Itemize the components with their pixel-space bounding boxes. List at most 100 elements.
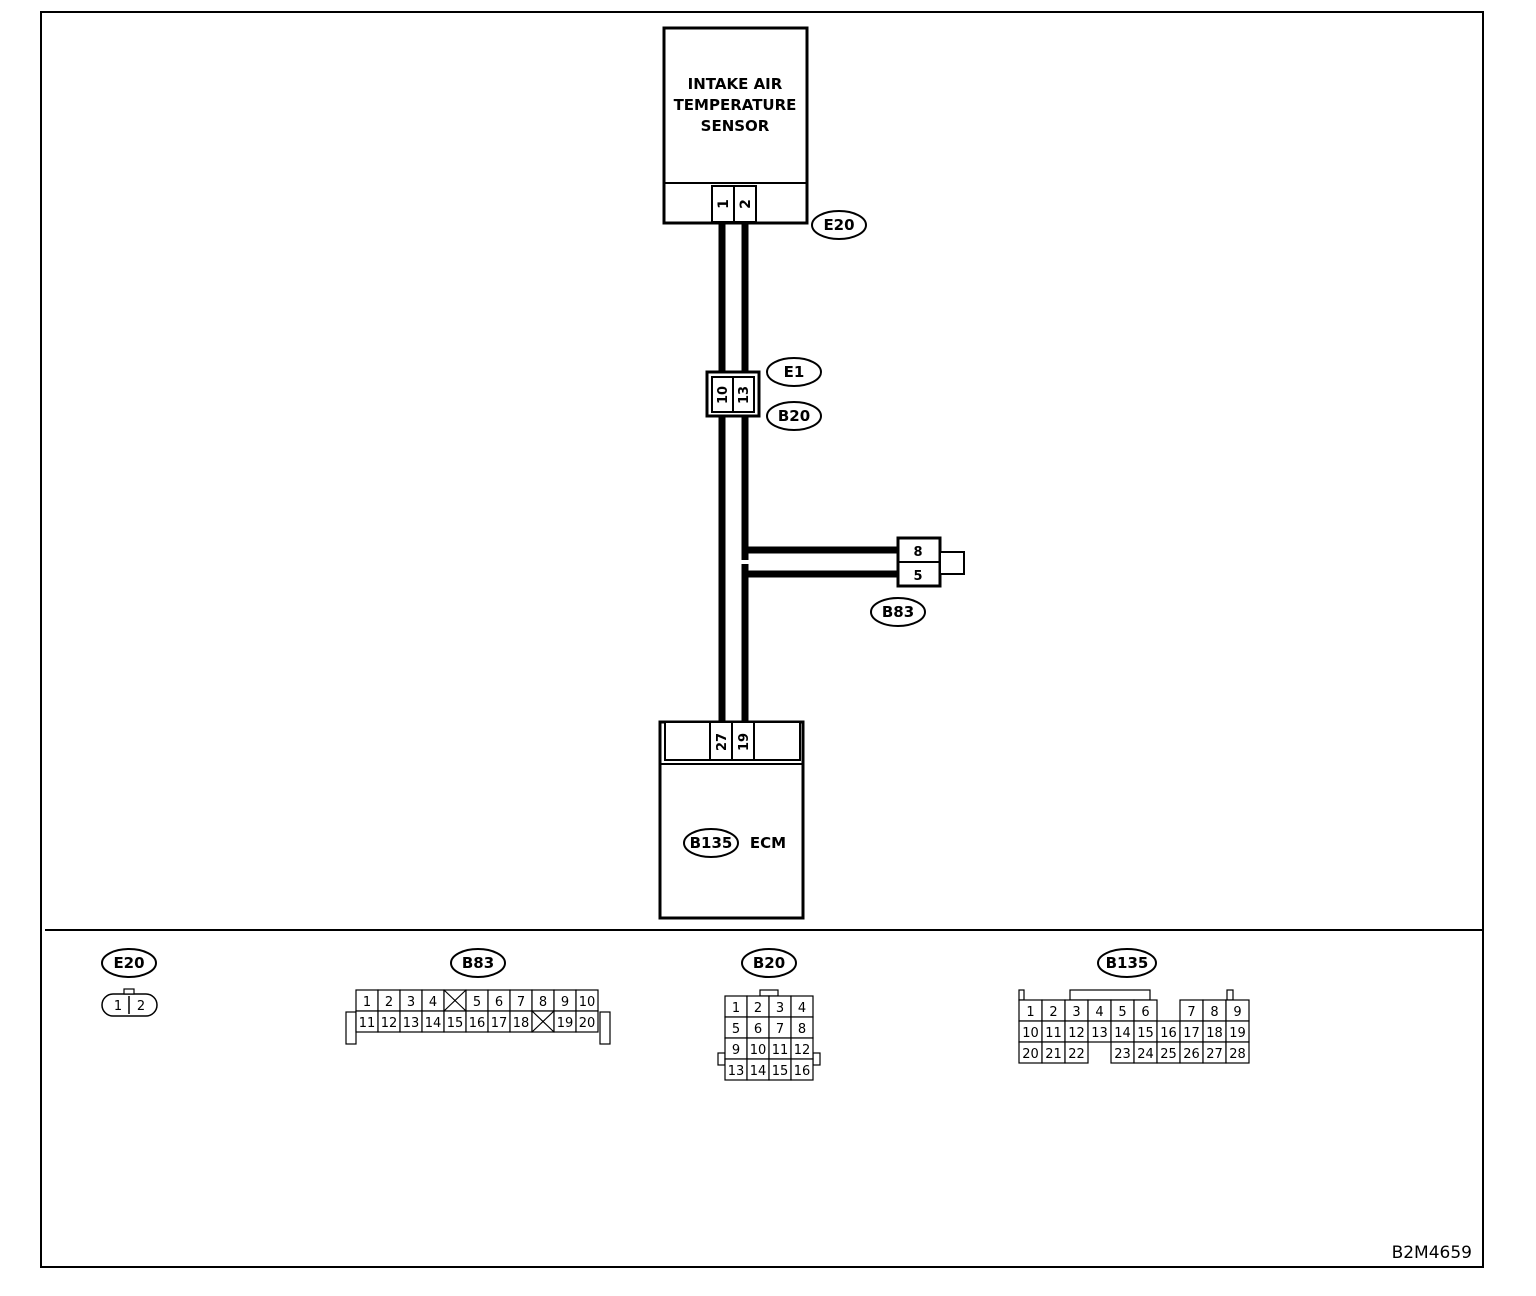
b83-pin-5: 5 <box>473 995 481 1010</box>
b135-tag-label: B135 <box>690 834 733 852</box>
view-e20-label: E20 <box>113 954 144 972</box>
b135-pin-3: 3 <box>1072 1005 1080 1020</box>
b20-pin-9: 9 <box>732 1043 740 1058</box>
b135-tag <box>683 828 739 858</box>
sensor-pin-2-cell <box>733 185 757 223</box>
blank-pin-cross <box>531 1010 555 1033</box>
ecm-pin-19: 19 <box>737 733 752 751</box>
b83-pin-13: 13 <box>403 1016 420 1031</box>
b135-pin-11: 11 <box>1045 1026 1062 1041</box>
b83-pin-8: 8 <box>539 995 547 1010</box>
sensor-title-line3: SENSOR <box>701 117 770 135</box>
b135-pin-21: 21 <box>1045 1047 1062 1062</box>
view-b83-label: B83 <box>462 954 494 972</box>
b20-pin-8: 8 <box>798 1022 806 1037</box>
b83-pin-4: 4 <box>429 995 437 1010</box>
b20-tag <box>766 401 822 431</box>
b83-pin-8: 8 <box>913 545 922 560</box>
b83-tag <box>870 597 926 627</box>
b83-pin-14: 14 <box>425 1016 442 1031</box>
b135-pin-7: 7 <box>1187 1005 1195 1020</box>
b20-pin-1: 1 <box>732 1001 740 1016</box>
b20-pin-7: 7 <box>776 1022 784 1037</box>
b83-pin-2: 2 <box>385 995 393 1010</box>
b135-pin-6: 6 <box>1141 1005 1149 1020</box>
intake-air-temperature-sensor: INTAKE AIR TEMPERATURE SENSOR 1 2 <box>662 26 809 225</box>
e1-tag <box>766 357 822 387</box>
view-b20-label: B20 <box>753 954 785 972</box>
b135-pin-19: 19 <box>1229 1026 1246 1041</box>
b135-pin-9: 9 <box>1233 1005 1241 1020</box>
wire-harness <box>718 223 898 722</box>
b135-pin-27: 27 <box>1206 1047 1223 1062</box>
ecm: 27 19 B135 ECM <box>658 720 805 920</box>
b20-pin-10: 10 <box>750 1043 767 1058</box>
b135-pin-15: 15 <box>1137 1026 1154 1041</box>
b20-pin-16: 16 <box>794 1064 811 1079</box>
b83-side-connector: 8 5 <box>896 536 965 588</box>
b20-pin-12: 12 <box>794 1043 811 1058</box>
sensor-pin-1: 1 <box>716 199 732 209</box>
b135-pin-28: 28 <box>1229 1047 1246 1062</box>
b135-pin-13: 13 <box>1091 1026 1108 1041</box>
sensor-title-line2: TEMPERATURE <box>674 96 797 114</box>
b83-pin-10: 10 <box>579 995 596 1010</box>
b83-pin-1: 1 <box>363 995 371 1010</box>
b135-pin-28-cell <box>1225 1041 1250 1064</box>
b135-pin-12: 12 <box>1068 1026 1085 1041</box>
b83-pin-15: 15 <box>447 1016 464 1031</box>
b135-pin-8: 8 <box>1210 1005 1218 1020</box>
b83-pin-3: 3 <box>407 995 415 1010</box>
b20-pin-2: 2 <box>754 1001 762 1016</box>
b135-pin-26: 26 <box>1183 1047 1200 1062</box>
b135-pin-4: 4 <box>1095 1005 1103 1020</box>
b83-pin-16: 16 <box>469 1016 486 1031</box>
b83-pin-20: 20 <box>579 1016 596 1031</box>
sensor-pin-2: 2 <box>738 199 754 209</box>
b20-pin-13: 13 <box>728 1064 745 1079</box>
blank-pin-cross <box>443 989 467 1012</box>
b83-pin-6: 6 <box>495 995 503 1010</box>
b135-pin-1: 1 <box>1026 1005 1034 1020</box>
b20-pin-11: 11 <box>772 1043 789 1058</box>
b135-pin-16: 16 <box>1160 1026 1177 1041</box>
b20-pin-14: 14 <box>750 1064 767 1079</box>
view-e20-pin-1: 1 <box>114 999 122 1014</box>
b135-pin-20: 20 <box>1022 1047 1039 1062</box>
joint-connector-e1-b20: 10 13 <box>705 370 761 418</box>
b20-pin-16-cell <box>790 1058 814 1081</box>
view-b135-label: B135 <box>1106 954 1149 972</box>
b83-tag-label: B83 <box>882 603 914 621</box>
b83-pin-17: 17 <box>491 1016 508 1031</box>
e20-tag <box>811 210 867 240</box>
b135-pin-10: 10 <box>1022 1026 1039 1041</box>
view-e20-pin-2: 2 <box>137 999 145 1014</box>
b20-pin-6: 6 <box>754 1022 762 1037</box>
b135-pin-5: 5 <box>1118 1005 1126 1020</box>
b83-pin-20-cell <box>575 1010 599 1033</box>
b20-tag-label: B20 <box>778 407 810 425</box>
ecm-label: ECM <box>750 834 786 852</box>
joint-pin-13: 13 <box>737 386 752 404</box>
b135-pin-14: 14 <box>1114 1026 1131 1041</box>
b20-pin-3: 3 <box>776 1001 784 1016</box>
b135-pin-18: 18 <box>1206 1026 1223 1041</box>
b83-pin-9: 9 <box>561 995 569 1010</box>
b83-pin-11: 11 <box>359 1016 376 1031</box>
ecm-pin-27: 27 <box>715 733 730 751</box>
b83-pin-7: 7 <box>517 995 525 1010</box>
b135-pin-22-cell <box>1064 1041 1089 1064</box>
b135-pin-25: 25 <box>1160 1047 1177 1062</box>
b135-pin-2: 2 <box>1049 1005 1057 1020</box>
figure-id: B2M4659 <box>1392 1243 1472 1263</box>
e1-tag-label: E1 <box>784 363 805 381</box>
b20-pin-5: 5 <box>732 1022 740 1037</box>
b20-pin-15: 15 <box>772 1064 789 1079</box>
b135-pin-22: 22 <box>1068 1047 1085 1062</box>
b135-pin-17: 17 <box>1183 1026 1200 1041</box>
b83-pin-5: 5 <box>913 569 922 584</box>
